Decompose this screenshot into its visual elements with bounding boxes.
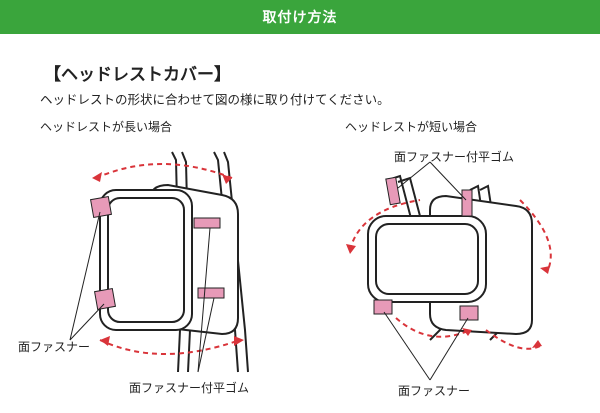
long-headrest-caption: ヘッドレストが長い場合 <box>40 120 173 134</box>
short-fastener-label: 面ファスナー <box>398 384 471 398</box>
cover-front-panel <box>99 189 193 331</box>
short-cover-front-panel <box>367 215 487 303</box>
instruction-text: ヘッドレストの形状に合わせて図の様に取り付けてください。 <box>40 92 390 107</box>
fastener-top-left <box>89 195 113 219</box>
arrow-bottom <box>99 339 241 355</box>
long-strap-label: 面ファスナー付平ゴム <box>129 381 250 395</box>
long-fastener-label: 面ファスナー <box>18 340 91 354</box>
short-cover-front-inner <box>375 223 479 295</box>
strap-fastener-bottom <box>197 287 225 299</box>
short-arrow-bottom-left <box>395 317 471 338</box>
short-headrest-caption: ヘッドレストが短い場合 <box>345 120 478 134</box>
short-arrow-top-right <box>519 199 552 271</box>
section-heading: 【ヘッドレストカバー】 <box>44 65 231 85</box>
banner-title: 取付け方法 <box>262 10 338 26</box>
short-fastener-bottom-left <box>373 299 393 315</box>
short-fastener-bottom-right <box>459 305 479 321</box>
fastener-bottom-left <box>93 287 117 311</box>
title-banner: 取付け方法 <box>0 0 600 34</box>
short-arrow-top-left <box>349 199 421 251</box>
short-strap-fastener-left <box>385 176 401 206</box>
short-strap-fastener-right <box>461 189 473 217</box>
strap-fastener-top <box>193 217 221 229</box>
short-arrow-bottom-right <box>485 329 541 350</box>
short-strap-label: 面ファスナー付平ゴム <box>394 150 515 164</box>
arrow-top <box>95 163 233 179</box>
cover-front-inner <box>107 197 185 323</box>
